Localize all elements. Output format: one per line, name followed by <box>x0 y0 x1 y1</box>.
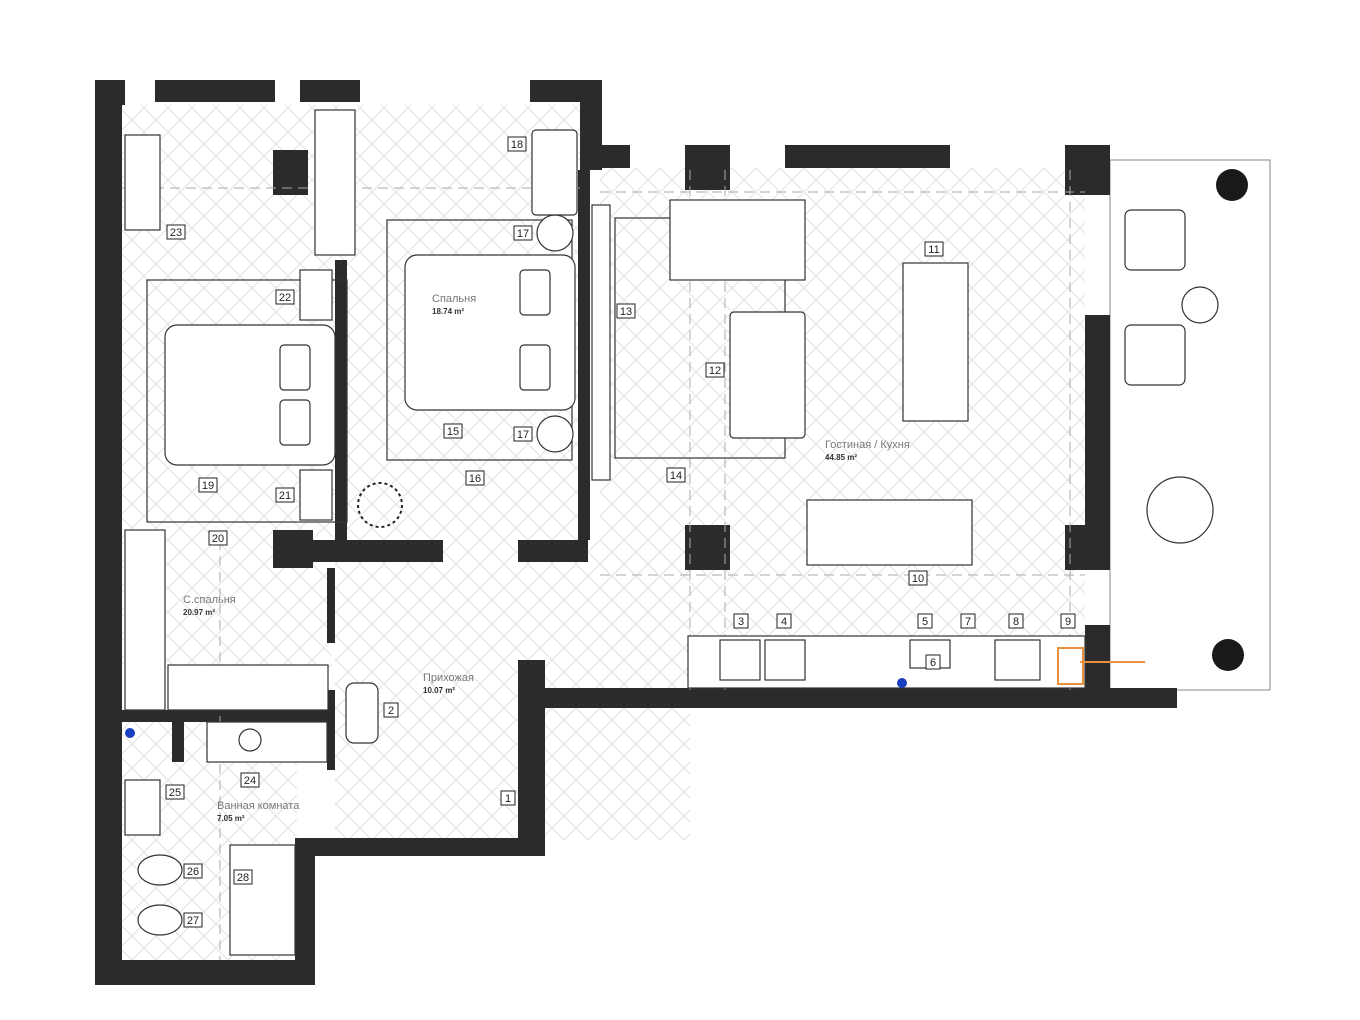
shower <box>229 844 296 956</box>
svg-text:Спальня: Спальня <box>432 293 476 305</box>
item-marker-label: 12 <box>709 365 721 377</box>
room-label-living-kitchen: Гостиная / Кухня 44.85 m² <box>825 439 910 462</box>
item-marker-label: 23 <box>170 227 182 239</box>
dining-table <box>902 262 969 422</box>
item-marker: 7 <box>960 613 976 629</box>
item-marker: 9 <box>1060 613 1076 629</box>
item-marker-label: 24 <box>244 775 256 787</box>
item-marker-label: 14 <box>670 470 682 482</box>
item-marker: 25 <box>165 784 185 800</box>
item-marker-label: 15 <box>447 426 459 438</box>
item-marker-label: 2 <box>388 705 394 717</box>
room-label-bathroom: Ванная комната 7.05 m² <box>217 800 300 823</box>
desk <box>124 134 161 231</box>
item-marker: 19 <box>198 477 218 493</box>
item-marker-label: 11 <box>928 244 939 256</box>
item-marker: 13 <box>616 303 636 319</box>
item-marker-label: 13 <box>620 306 632 318</box>
item-marker: 3 <box>733 613 749 629</box>
svg-text:С.спальня: С.спальня <box>183 594 236 606</box>
tv-unit <box>591 204 611 481</box>
item-marker: 12 <box>705 362 725 378</box>
item-marker: 4 <box>776 613 792 629</box>
item-marker-label: 5 <box>922 616 928 628</box>
item-marker-label: 9 <box>1065 616 1071 628</box>
washer-area <box>206 721 328 763</box>
item-marker: 6 <box>925 654 941 670</box>
desk <box>531 129 578 216</box>
rug <box>146 279 348 523</box>
nightstand <box>299 469 333 521</box>
item-marker: 16 <box>465 470 485 486</box>
wardrobe <box>124 529 166 711</box>
item-marker-label: 25 <box>169 787 181 799</box>
item-marker-label: 28 <box>237 872 249 884</box>
item-marker: 18 <box>507 136 527 152</box>
item-marker: 14 <box>666 467 686 483</box>
wardrobe <box>167 664 329 711</box>
item-marker: 20 <box>208 530 228 546</box>
item-marker: 22 <box>275 289 295 305</box>
kitchen-island <box>806 499 973 566</box>
item-marker: 15 <box>443 423 463 439</box>
item-marker: 21 <box>275 487 295 503</box>
svg-text:Ванная комната: Ванная комната <box>217 800 300 812</box>
item-marker: 1 <box>500 790 516 806</box>
item-marker: 2 <box>383 702 399 718</box>
item-marker-label: 3 <box>738 616 744 628</box>
item-marker-label: 26 <box>187 866 199 878</box>
item-marker-label: 1 <box>505 793 511 805</box>
room-label-master-bedroom: С.спальня 20.97 m² <box>183 594 236 617</box>
item-marker-label: 21 <box>279 490 291 502</box>
plant <box>357 482 403 528</box>
sofa <box>729 311 806 439</box>
item-marker-label: 10 <box>912 573 924 585</box>
item-marker-label: 17 <box>517 429 529 441</box>
svg-text:44.85 m²: 44.85 m² <box>825 453 857 462</box>
item-marker: 23 <box>166 224 186 240</box>
vanity <box>124 779 161 836</box>
item-marker-label: 17 <box>517 228 529 240</box>
boiler <box>1057 647 1084 685</box>
item-marker-label: 16 <box>469 473 481 485</box>
svg-text:Прихожая: Прихожая <box>423 672 474 684</box>
item-marker: 26 <box>183 863 203 879</box>
bidet <box>137 904 183 936</box>
item-marker-label: 19 <box>202 480 214 492</box>
item-marker-label: 22 <box>279 292 291 304</box>
item-marker-label: 18 <box>511 139 523 151</box>
item-marker-label: 6 <box>930 657 936 669</box>
item-marker: 24 <box>240 772 260 788</box>
room-label-bedroom: Спальня 18.74 m² <box>432 293 476 316</box>
svg-text:Гостиная / Кухня: Гостиная / Кухня <box>825 439 910 451</box>
walls <box>95 80 1177 985</box>
item-marker-label: 20 <box>212 533 224 545</box>
svg-text:20.97 m²: 20.97 m² <box>183 608 215 617</box>
wardrobe <box>314 109 356 256</box>
svg-text:7.05 m²: 7.05 m² <box>217 814 245 823</box>
svg-text:18.74 m²: 18.74 m² <box>432 307 464 316</box>
item-marker: 8 <box>1008 613 1024 629</box>
item-marker: 5 <box>917 613 933 629</box>
furniture <box>124 109 1248 956</box>
item-marker: 17 <box>513 426 533 442</box>
nightstand <box>299 269 333 321</box>
room-label-hallway: Прихожая 10.07 m² <box>423 672 474 695</box>
pouf <box>345 682 379 744</box>
item-marker-label: 27 <box>187 915 199 927</box>
item-marker: 10 <box>908 570 928 586</box>
item-marker-label: 8 <box>1013 616 1019 628</box>
svg-text:10.07 m²: 10.07 m² <box>423 686 455 695</box>
item-marker-label: 4 <box>781 616 787 628</box>
item-marker: 11 <box>924 241 944 257</box>
bed <box>164 324 336 466</box>
item-marker: 28 <box>233 869 253 885</box>
sofa <box>669 199 806 281</box>
item-marker: 17 <box>513 225 533 241</box>
item-marker-label: 7 <box>965 616 971 628</box>
toilet <box>137 854 183 886</box>
item-marker: 27 <box>183 912 203 928</box>
